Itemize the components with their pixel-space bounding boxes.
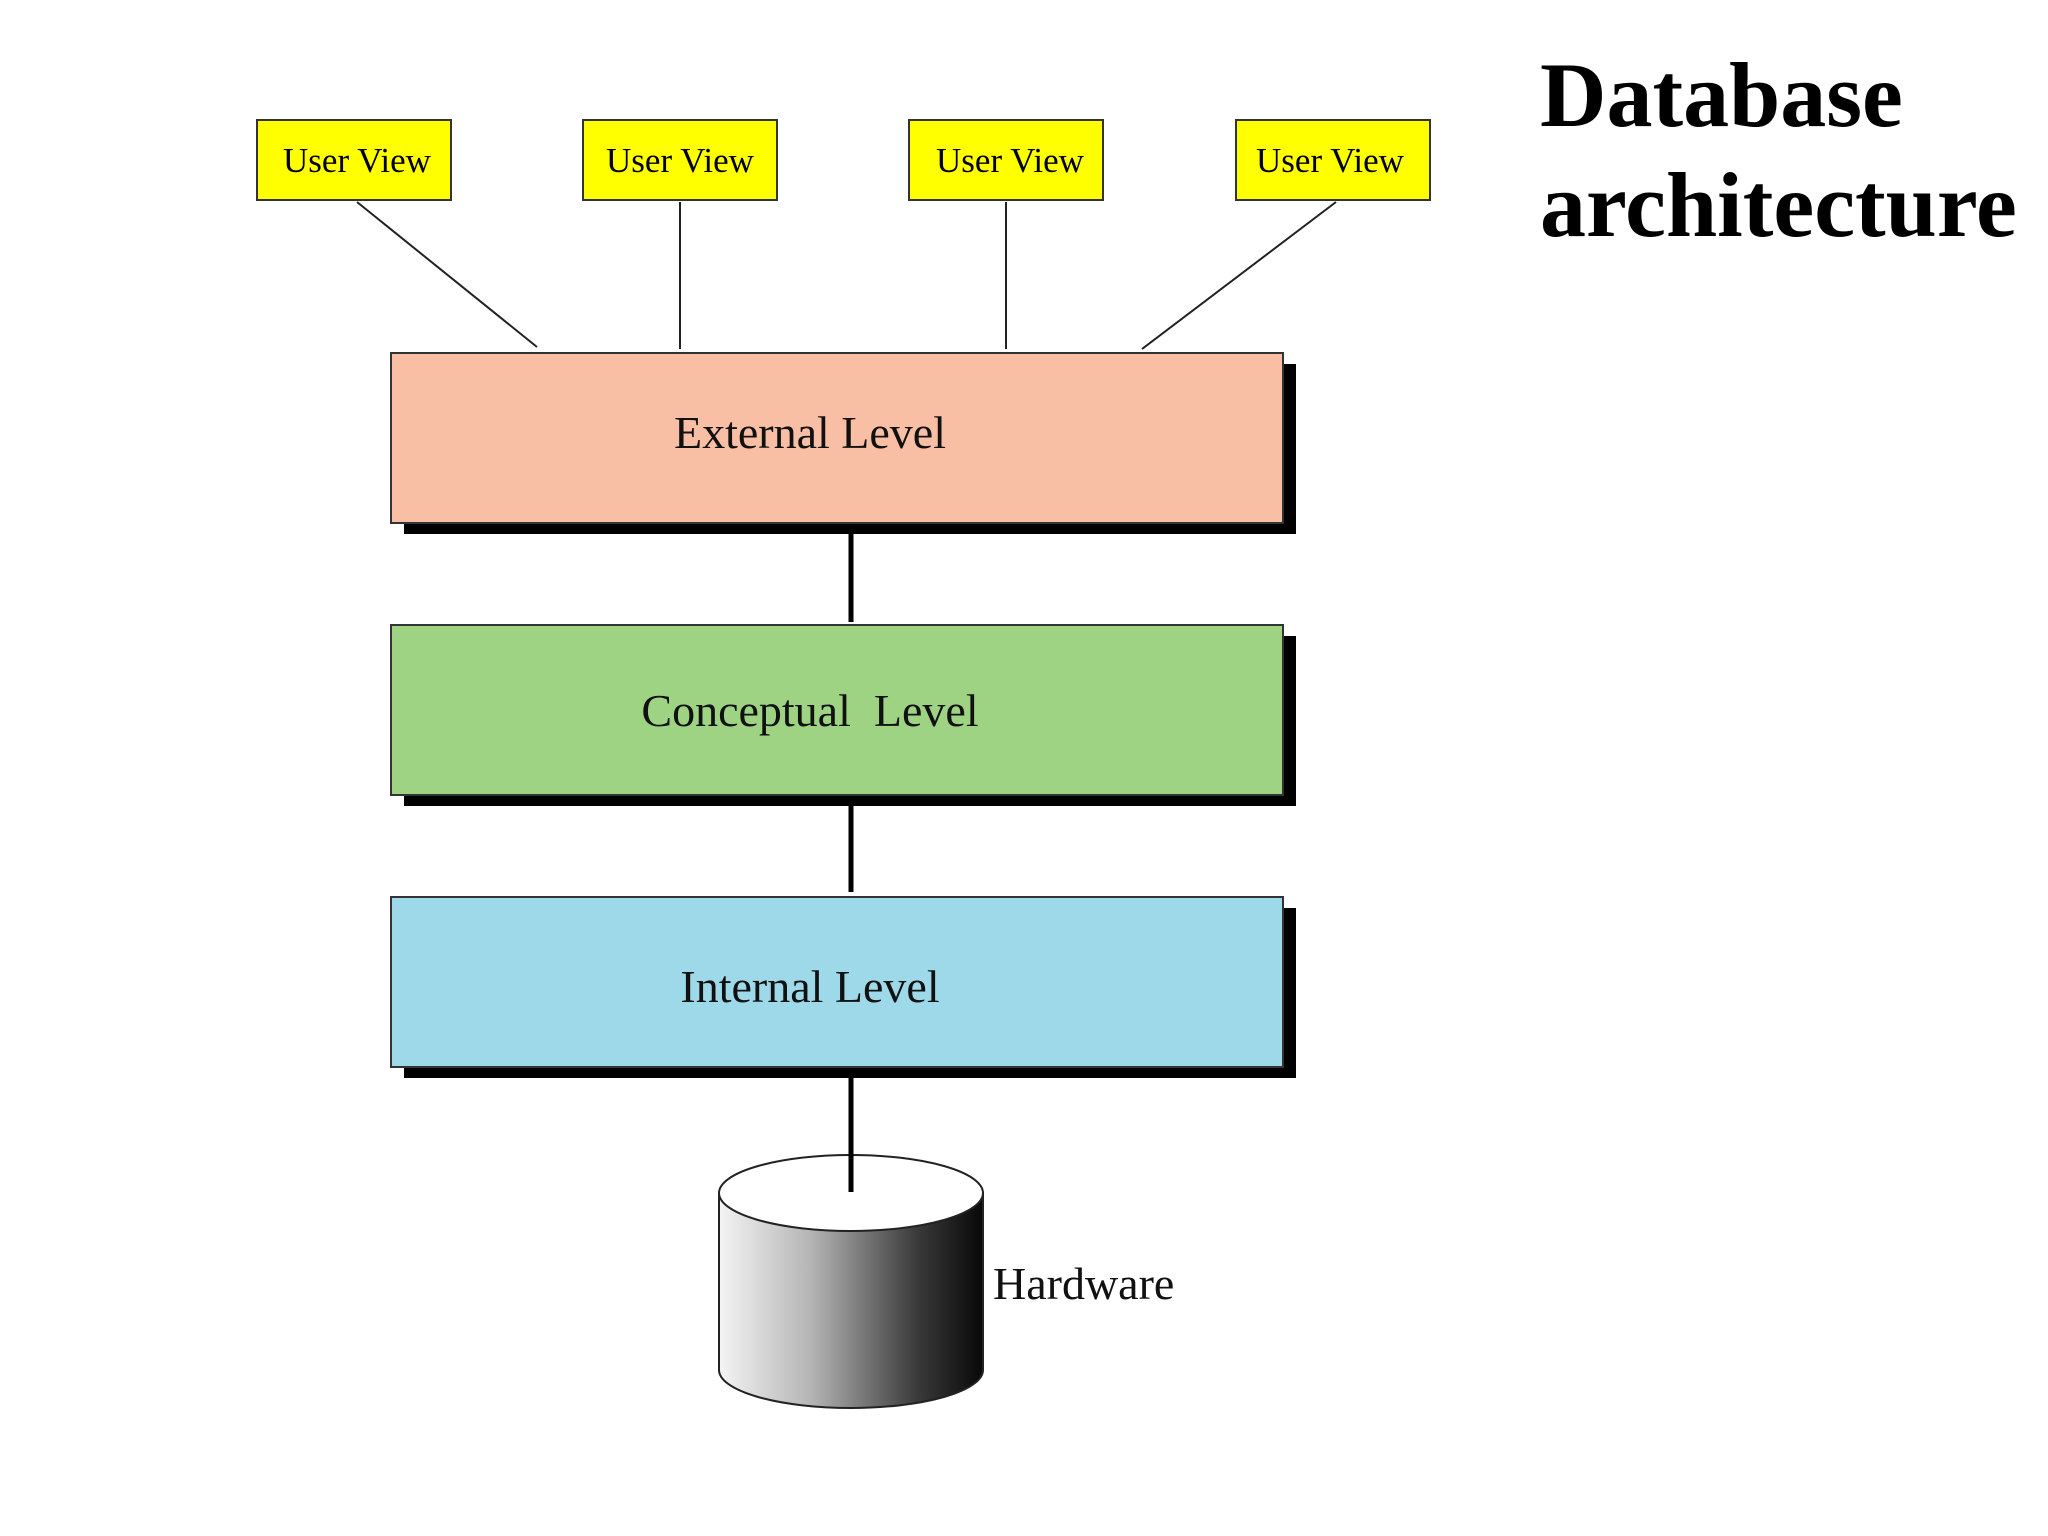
user-view-label: User View [936, 141, 1085, 180]
user-view-4: User View [1235, 119, 1431, 201]
hardware-label: Hardware [993, 1258, 1174, 1309]
external-level-label: External Level [674, 407, 946, 458]
conceptual-level: Conceptual Level [390, 624, 1296, 806]
page-title: Database architecture [1540, 40, 2040, 260]
conceptual-level-box [390, 624, 1284, 796]
user-view-box [582, 119, 778, 201]
conceptual-level-label: Conceptual Level [641, 685, 978, 736]
user-view-label: User View [1256, 141, 1405, 180]
user-view-3: User View [908, 119, 1104, 201]
view-connectors [356, 201, 1337, 350]
user-view-label: User View [606, 141, 755, 180]
page-title-line-2: architecture [1540, 154, 2017, 256]
user-view-1: User View [256, 119, 452, 201]
internal-level-box [390, 896, 1284, 1068]
user-view-label: User View [283, 141, 432, 180]
user-view-box [256, 119, 452, 201]
page-title-line-1: Database [1540, 44, 1903, 146]
user-view-box [1235, 119, 1431, 201]
user-view-2: User View [582, 119, 778, 201]
hardware-storage: Hardware [718, 1150, 1174, 1409]
database-cylinder-icon [718, 1192, 984, 1409]
internal-level-label: Internal Level [680, 961, 939, 1012]
external-level-box [390, 352, 1284, 524]
connector-view-4 [1141, 201, 1337, 350]
internal-level: Internal Level [390, 896, 1296, 1078]
user-view-box [908, 119, 1104, 201]
connector-view-1 [356, 201, 538, 348]
external-level: External Level [390, 352, 1296, 534]
